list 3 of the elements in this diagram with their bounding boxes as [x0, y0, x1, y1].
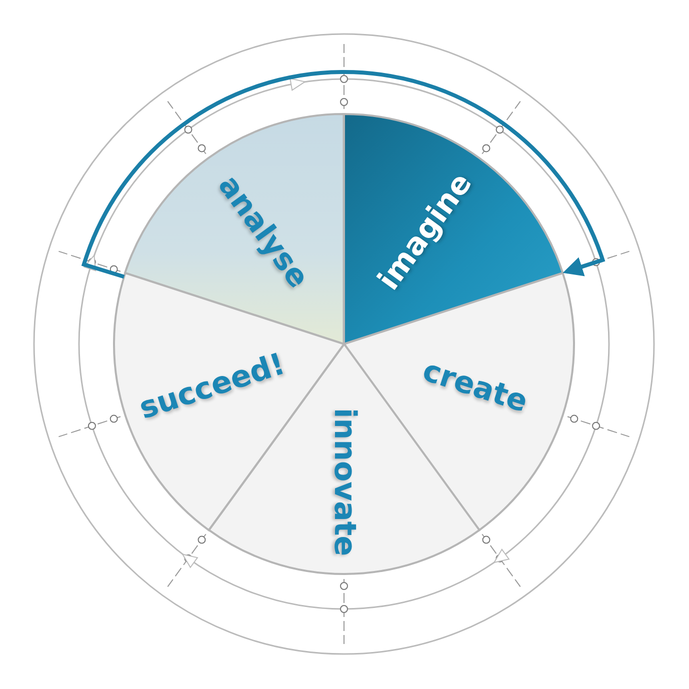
- segment-label: create: [418, 354, 532, 420]
- segment-label: innovate: [327, 408, 362, 556]
- cycle-arrow: [82, 70, 605, 279]
